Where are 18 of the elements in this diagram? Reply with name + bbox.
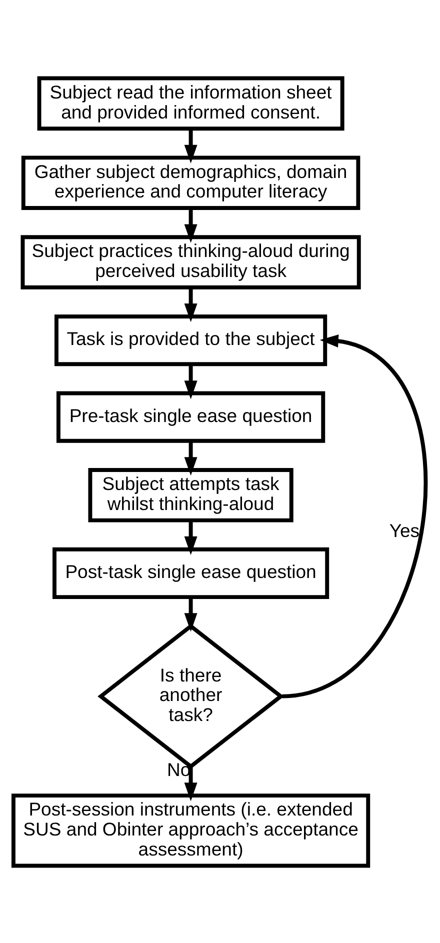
arrow bbox=[184, 440, 198, 476]
node-box: Pre-task single ease question bbox=[56, 390, 326, 442]
node-box: Subject attempts task whilst thinking-aloud bbox=[88, 468, 294, 522]
arrow bbox=[184, 208, 198, 242]
arrow bbox=[184, 596, 198, 632]
arrow bbox=[184, 128, 198, 163]
arrow bbox=[184, 520, 198, 554]
node-box: Post-task single ease question bbox=[52, 546, 330, 599]
node-box: Subject read the information sheet and provided informed consent. bbox=[37, 76, 344, 130]
arrow bbox=[184, 766, 198, 801]
arrow bbox=[282, 334, 428, 698]
arrow bbox=[184, 364, 198, 399]
node-box: Gather subject demographics, domain experience and computer literacy bbox=[21, 155, 360, 210]
arrow bbox=[184, 286, 198, 322]
edge-label: Yes bbox=[389, 519, 420, 540]
node-box: Subject practices thinking-aloud during perceived usability task bbox=[20, 234, 361, 289]
node-box: Post-session instruments (i.e. extended SUS and Obinter approach’s acceptance assessment) bbox=[11, 793, 370, 868]
node-box: Task is provided to the subject bbox=[54, 314, 328, 366]
